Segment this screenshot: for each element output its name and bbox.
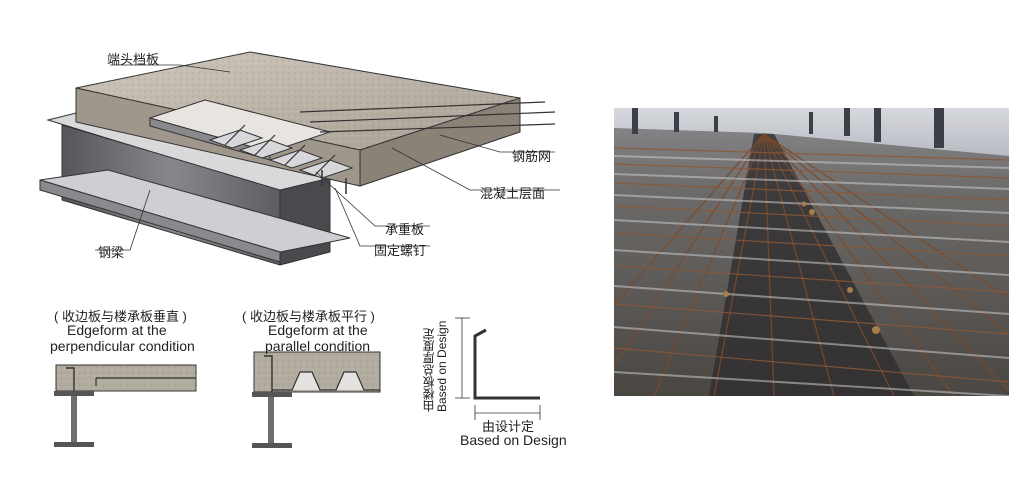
label-rebar-mesh: 钢筋网: [512, 149, 552, 164]
leader-lines: [95, 64, 560, 251]
angle-vertical-en: Based on Design: [435, 320, 449, 412]
angle-horizontal-en: Based on Design: [460, 432, 567, 448]
detail-parallel: [252, 351, 381, 448]
label-fixing-stud: 固定螺钉: [374, 243, 427, 258]
caption-parallel-en2: parallel condition: [265, 338, 371, 354]
composite-slab-diagram: 端头档板 钢筋网 混凝土层面 承重板 固定螺钉 钢梁 ( 收边板与楼承板垂直 )…: [39, 51, 567, 448]
detail-perpendicular: [54, 364, 197, 447]
angle-section: [455, 317, 541, 420]
rebar-mesh-lines: [224, 101, 556, 176]
caption-parallel-cn: ( 收边板与楼承板平行 ): [242, 309, 375, 324]
caption-perpendicular-en1: Edgeform at the: [67, 322, 167, 338]
label-deck-plate: 承重板: [385, 222, 425, 237]
angle-horizontal-cn: 由设计定: [482, 419, 535, 434]
composite-slab-illustration: [39, 51, 560, 448]
label-steel-beam: 钢梁: [98, 245, 125, 260]
caption-perpendicular-en2: perpendicular condition: [50, 338, 195, 354]
caption-parallel-en1: Edgeform at the: [268, 322, 368, 338]
caption-perpendicular-cn: ( 收边板与楼承板垂直 ): [54, 309, 187, 324]
rebar-deck-photo-illustration: [614, 108, 1009, 396]
construction-site-photo: [614, 108, 1009, 396]
deck-plate-ribs: [208, 129, 354, 179]
label-concrete-surface: 混凝土层面: [480, 186, 546, 201]
label-end-plate: 端头档板: [107, 52, 160, 67]
